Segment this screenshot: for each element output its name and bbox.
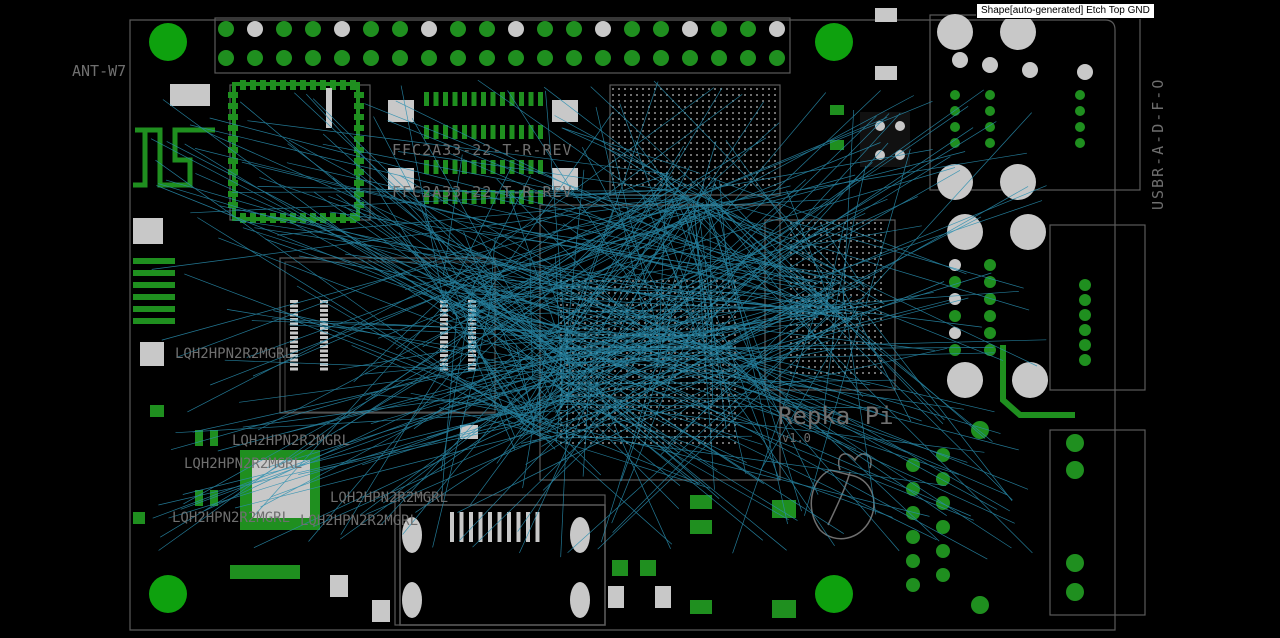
silk-lqh-label-4: LQH2HPN2R2MGRL xyxy=(330,490,448,506)
silk-lqh-label-2: LQH2HPN2R2MGRL xyxy=(232,433,350,449)
silk-brand-label: Repka Pi xyxy=(778,402,894,430)
hdmi-connector xyxy=(399,504,606,626)
silk-lqh-label-1: LQH2HPN2R2MGRL xyxy=(175,346,293,362)
silk-version-label: v1.0 xyxy=(782,431,811,445)
ratsnest-airwires xyxy=(150,79,1047,560)
silk-ant-label: ANT-W7 xyxy=(72,62,126,80)
usb-connectors xyxy=(906,14,1093,614)
silk-lqh-label-5: LQH2HPN2R2MGRL xyxy=(172,510,290,526)
silk-lqh-label-6: LQH2HPN2R2MGRL xyxy=(300,513,418,529)
status-tooltip: Shape[auto-generated] Etch Top GND xyxy=(976,3,1155,19)
gpio-header xyxy=(218,21,785,66)
silk-usb-label: USBR-A-D-F-O xyxy=(1149,78,1167,210)
silk-lqh-label-3: LQH2HPN2R2MGRL xyxy=(184,456,302,472)
silk-ffc-label-2: FFC2A33-22-T-R-REV xyxy=(392,183,573,201)
silk-ffc-label-1: FFC2A33-22-T-R-REV xyxy=(392,141,573,159)
mounting-holes xyxy=(149,23,853,613)
antenna xyxy=(133,127,215,188)
